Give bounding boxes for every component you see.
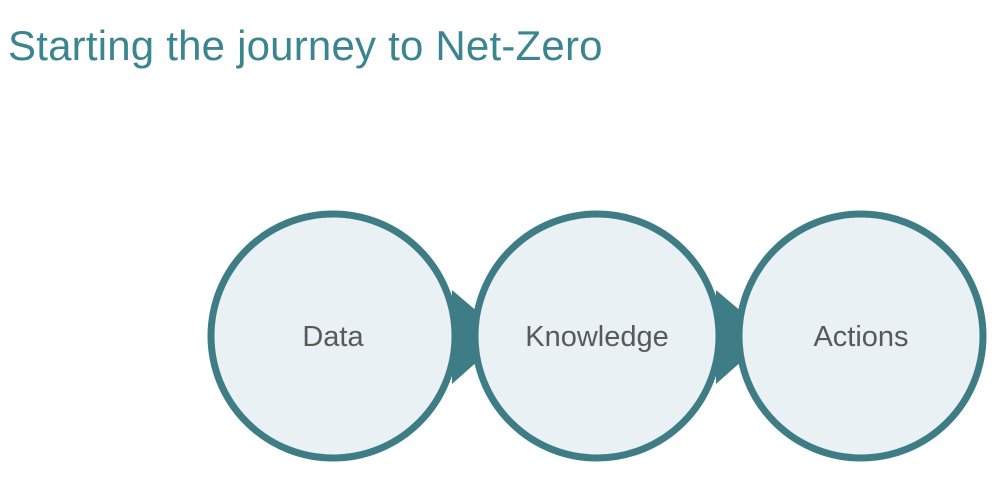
step-data: Data	[207, 210, 459, 462]
step-circle-data	[207, 210, 459, 462]
step-circle-actions	[735, 210, 987, 462]
slide-title: Starting the journey to Net-Zero	[8, 22, 603, 69]
step-knowledge: Knowledge	[471, 210, 723, 462]
step-label-data: Data	[302, 321, 364, 353]
step-label-actions: Actions	[813, 321, 908, 353]
step-circle-knowledge	[471, 210, 723, 462]
step-label-knowledge: Knowledge	[525, 321, 669, 353]
step-actions: Actions	[735, 210, 987, 462]
